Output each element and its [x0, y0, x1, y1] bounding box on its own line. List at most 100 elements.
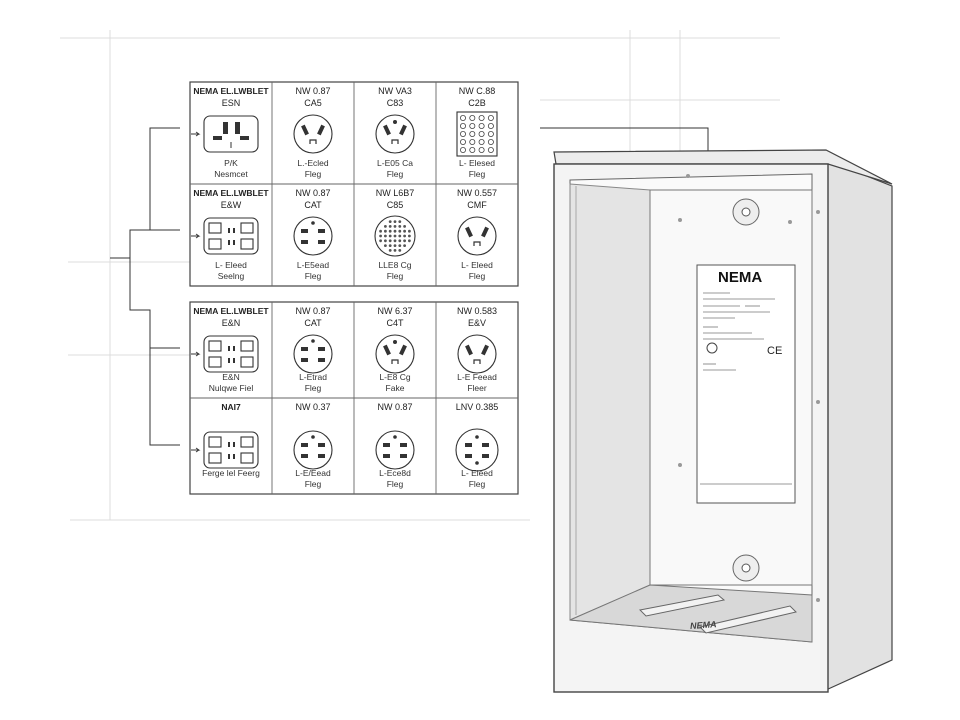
outlet-use-label: Fleer: [467, 383, 487, 393]
outlet-use-label: Fleg: [469, 169, 486, 179]
construction-guides: [60, 30, 780, 521]
outlet-type-label: NEMA EL.LWBLET: [193, 188, 269, 198]
outlet-type-label: NW C.88: [459, 86, 496, 96]
enclosure-top: [553, 149, 893, 185]
outlet-desc-label: L-Etrad: [299, 372, 327, 382]
ce-mark: CE: [767, 345, 782, 357]
receptacle-face-icon: [375, 114, 415, 154]
din-rail: [638, 594, 797, 634]
outlet-desc-label: L- Eleed: [461, 260, 493, 270]
outlet-use-label: Nesmcet: [214, 169, 248, 179]
outlet-use-label: Fleg: [469, 479, 486, 489]
outlet-desc-label: LLE8 Cg: [378, 260, 411, 270]
outlet-type-label: NW L6B7: [376, 188, 415, 198]
outlet-type-label: NEMA EL.LWBLET: [193, 86, 269, 96]
outlet-use-label: Fleg: [305, 479, 322, 489]
receptacle-face-icon: [203, 431, 259, 469]
receptacle-face-icon: [374, 215, 416, 257]
outlet-rating-label: ESN: [222, 98, 241, 108]
outlet-type-label: LNV 0.385: [456, 402, 499, 412]
outlet-type-label: NW 0.87: [295, 306, 330, 316]
receptacle-face-icon: [293, 216, 333, 256]
receptacle-face-icon: [293, 334, 333, 374]
outlet-type-label: NW 0.87: [295, 188, 330, 198]
outlet-desc-label: L- Eleed: [461, 468, 493, 478]
outlet-type-label: NW VA3: [378, 86, 412, 96]
enclosure: NEMA CE NEMA: [553, 149, 893, 693]
outlet-rating-label: CAT: [304, 318, 322, 328]
receptacle-face-icon: [457, 334, 497, 374]
outlet-desc-label: L-E8 Cg: [379, 372, 410, 382]
outlet-use-label: Fake: [386, 383, 405, 393]
outlet-use-label: Fleg: [305, 271, 322, 281]
receptacle-face-icon: [457, 216, 497, 256]
receptacle-face-icon: [203, 217, 259, 255]
outlet-rating-label: E&V: [468, 318, 486, 328]
ul-mark-icon: [706, 342, 718, 354]
outlet-desc-label: Ferge lel Feerg: [202, 468, 260, 478]
outlet-use-label: Fleg: [469, 271, 486, 281]
rating-label-title: NEMA: [718, 269, 762, 286]
receptacle-face-icon: [293, 114, 333, 154]
outlet-rating-label: C2B: [468, 98, 486, 108]
outlet-desc-label: L- Eleed: [215, 260, 247, 270]
outlet-desc-label: L-E05 Ca: [377, 158, 413, 168]
outlet-desc-label: L-E Feead: [457, 372, 497, 382]
outlet-desc-label: E&N: [222, 372, 239, 382]
outlet-desc-label: P/K: [224, 158, 238, 168]
floor-brand-mark: NEMA: [690, 619, 717, 631]
enclosure-left-wall: [569, 183, 651, 621]
outlet-type-label: NW 6.37: [377, 306, 412, 316]
pointer-arrow-icon: [191, 351, 201, 357]
outlet-desc-label: L.-Ecled: [297, 158, 328, 168]
outlet-desc-label: L-Ece8d: [379, 468, 411, 478]
receptacle-face-icon: [293, 430, 333, 470]
outlet-type-label: NW 0.87: [295, 86, 330, 96]
outlet-use-label: Fleg: [387, 169, 404, 179]
outlet-rating-label: C83: [387, 98, 404, 108]
outlet-rating-label: C85: [387, 200, 404, 210]
outlet-type-label: NAI7: [221, 402, 241, 412]
outlet-rating-label: CAT: [304, 200, 322, 210]
pointer-arrow-icon: [191, 233, 201, 239]
outlet-desc-label: L-E/Eead: [295, 468, 331, 478]
rating-label-lines: [700, 292, 792, 485]
outlet-use-label: Fleg: [387, 479, 404, 489]
outlet-desc-label: L-E5ead: [297, 260, 329, 270]
outlet-type-label: NW 0.37: [295, 402, 330, 412]
enclosure-right-side: [825, 159, 893, 691]
outlet-type-label: NW 0.557: [457, 188, 497, 198]
outlet-desc-label: L- Elesed: [459, 158, 495, 168]
outlet-rating-label: C4T: [386, 318, 404, 328]
tree-connectors: [110, 127, 709, 446]
receptacle-face-icon: [456, 111, 498, 157]
outlet-rating-label: CA5: [304, 98, 322, 108]
outlet-rating-label: E&W: [221, 200, 242, 210]
outlet-type-label: NEMA EL.LWBLET: [193, 306, 269, 316]
receptacle-face-icon: [203, 115, 259, 153]
outlet-rating-label: CMF: [467, 200, 487, 210]
outlet-use-label: Fleg: [305, 169, 322, 179]
outlet-use-label: Nulqwe Fiel: [209, 383, 254, 393]
outlet-use-label: Fleg: [387, 271, 404, 281]
receptacle-face-icon: [203, 335, 259, 373]
